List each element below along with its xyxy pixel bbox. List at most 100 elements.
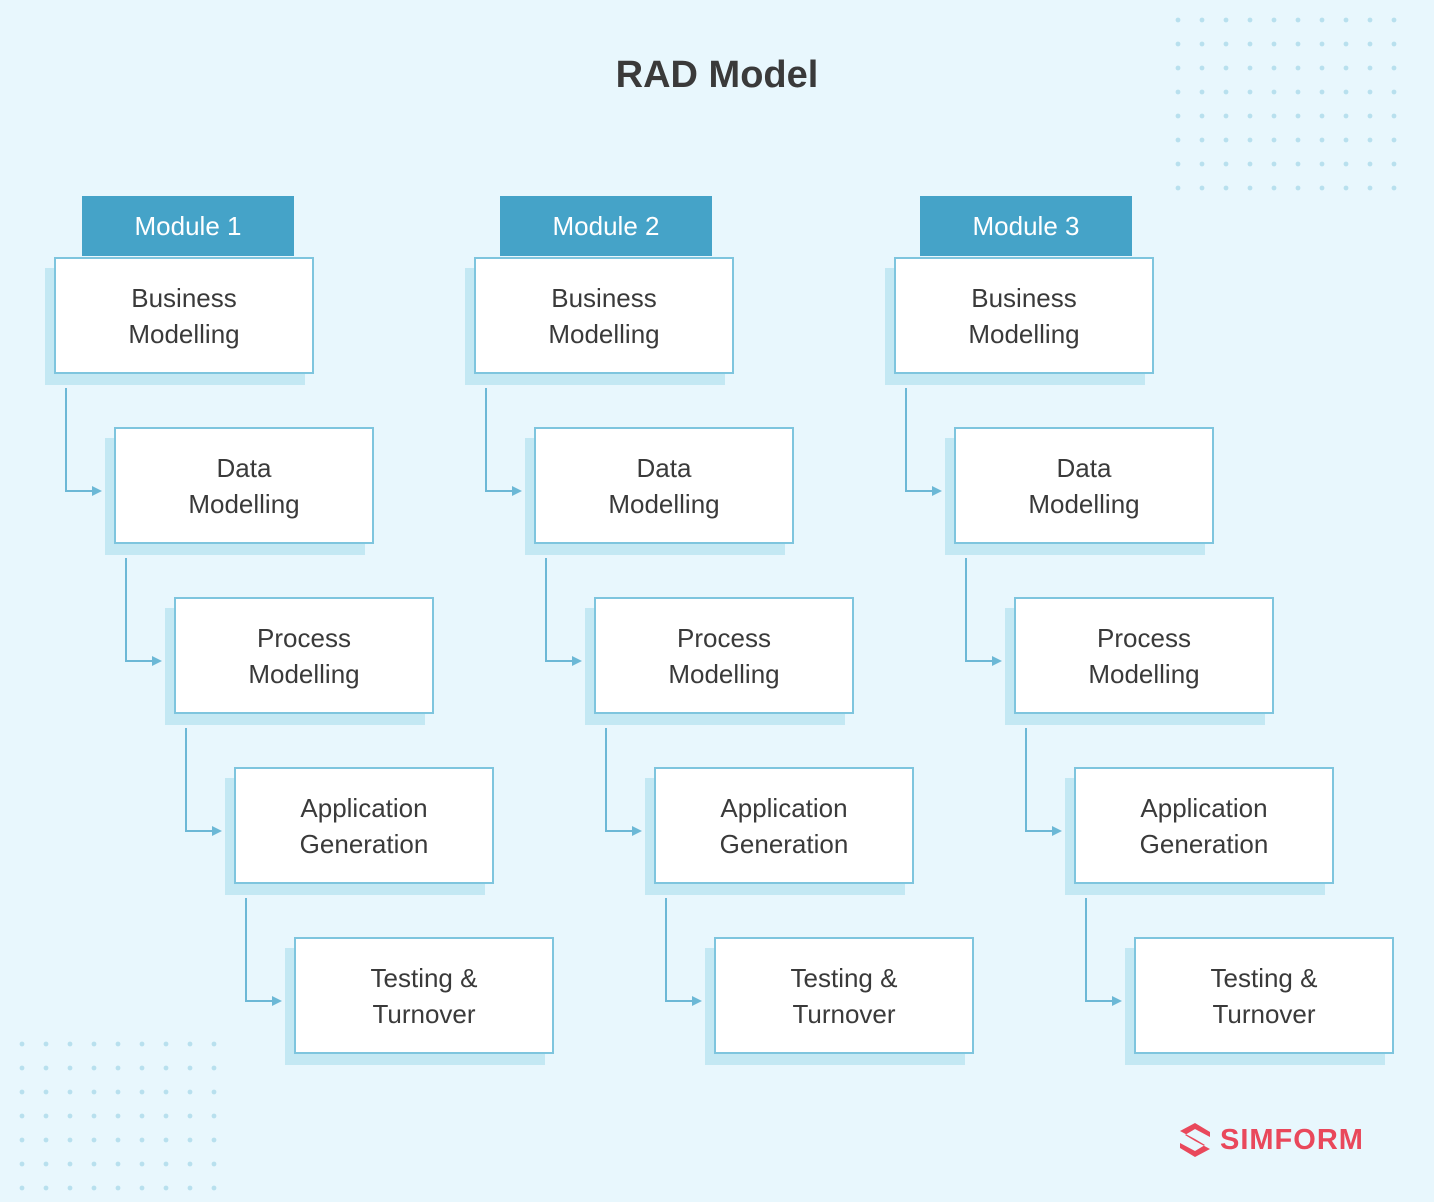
connector-arrowhead <box>692 996 702 1006</box>
dot <box>1175 65 1181 71</box>
dot <box>43 1089 49 1095</box>
dot <box>1271 185 1277 191</box>
dot <box>1391 185 1397 191</box>
dot <box>115 1041 121 1047</box>
dot <box>1391 17 1397 23</box>
step-label-line2: Modelling <box>188 488 300 519</box>
dot <box>1271 65 1277 71</box>
dot <box>1271 41 1277 47</box>
connector-line <box>665 898 694 1002</box>
dot <box>163 1041 169 1047</box>
module-3-tab: Module 3 <box>920 196 1132 256</box>
dot <box>1223 137 1229 143</box>
step-label-line1: Testing & <box>1210 962 1318 993</box>
dot <box>1391 65 1397 71</box>
dot <box>187 1113 193 1119</box>
dot <box>115 1137 121 1143</box>
dot <box>1175 185 1181 191</box>
diagram-title: RAD Model <box>615 54 819 96</box>
connector-arrowhead <box>1052 826 1062 836</box>
connector-line <box>545 558 574 662</box>
step-label-line2: Turnover <box>792 998 896 1029</box>
dot <box>1367 17 1373 23</box>
dot <box>1271 89 1277 95</box>
dot <box>67 1113 73 1119</box>
dot <box>91 1065 97 1071</box>
dot <box>1175 161 1181 167</box>
dot <box>1271 17 1277 23</box>
dot <box>67 1041 73 1047</box>
step-label-line2: Modelling <box>968 318 1080 349</box>
module-2-business-modelling: Business Modelling <box>474 257 734 374</box>
module-1-process-modelling: Process Modelling <box>174 597 434 714</box>
dot <box>1343 137 1349 143</box>
step-label-line2: Generation <box>299 828 429 859</box>
dot <box>1175 41 1181 47</box>
dot <box>1343 41 1349 47</box>
step-label-line2: Modelling <box>1088 658 1200 689</box>
module-2-testing-turnover: Testing & Turnover <box>714 937 974 1054</box>
dot <box>1247 185 1253 191</box>
module-1-application-generation: Application Generation <box>234 767 494 884</box>
dot <box>1271 137 1277 143</box>
dot <box>1367 65 1373 71</box>
dot <box>1295 41 1301 47</box>
dot <box>1223 89 1229 95</box>
dot <box>67 1185 73 1191</box>
step-label-line2: Modelling <box>248 658 360 689</box>
connector-arrowhead <box>992 656 1002 666</box>
step-label-line1: Business <box>971 282 1077 313</box>
connector-line <box>125 558 154 662</box>
dot <box>139 1089 145 1095</box>
dot <box>1295 185 1301 191</box>
dot <box>1199 137 1205 143</box>
dot <box>1199 185 1205 191</box>
step-label-line1: Process <box>257 622 351 653</box>
dot <box>139 1161 145 1167</box>
step-label-line1: Testing & <box>790 962 898 993</box>
connector-arrowhead <box>272 996 282 1006</box>
dot <box>19 1161 25 1167</box>
dot <box>139 1185 145 1191</box>
dot <box>43 1113 49 1119</box>
dot <box>1295 161 1301 167</box>
connector-line <box>1025 728 1054 832</box>
dot <box>19 1185 25 1191</box>
dot <box>1223 113 1229 119</box>
dot <box>1295 113 1301 119</box>
dot <box>1295 65 1301 71</box>
step-label-line1: Data <box>216 452 272 483</box>
dot <box>1319 185 1325 191</box>
dot <box>43 1137 49 1143</box>
connector-arrowhead <box>1112 996 1122 1006</box>
dot <box>1367 185 1373 191</box>
dot <box>211 1041 217 1047</box>
dot <box>1199 17 1205 23</box>
dot <box>67 1089 73 1095</box>
dot <box>139 1041 145 1047</box>
module-3-business-modelling: Business Modelling <box>894 257 1154 374</box>
dot <box>187 1137 193 1143</box>
dot <box>1367 137 1373 143</box>
dot <box>91 1137 97 1143</box>
dot <box>211 1161 217 1167</box>
dot <box>1319 137 1325 143</box>
dot <box>1343 89 1349 95</box>
dot <box>1199 161 1205 167</box>
connector-line <box>185 728 214 832</box>
dot <box>19 1113 25 1119</box>
dot <box>1319 17 1325 23</box>
dot <box>1343 185 1349 191</box>
dot <box>1343 161 1349 167</box>
dot <box>91 1041 97 1047</box>
dot <box>1391 89 1397 95</box>
dot <box>43 1041 49 1047</box>
dot <box>91 1185 97 1191</box>
dot <box>115 1089 121 1095</box>
dot <box>1223 185 1229 191</box>
dot <box>1367 89 1373 95</box>
module-1-data-modelling: Data Modelling <box>114 427 374 544</box>
dot <box>1199 89 1205 95</box>
simform-logo-icon <box>1180 1123 1210 1157</box>
connector-line <box>1085 898 1114 1002</box>
